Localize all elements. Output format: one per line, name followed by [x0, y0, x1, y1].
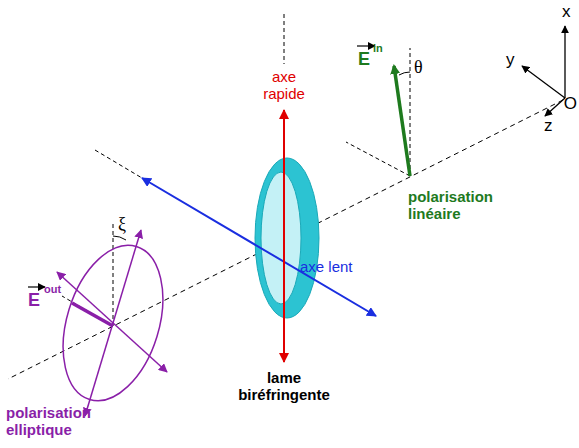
- field-symbol: E: [28, 290, 40, 311]
- plate-label: lame biréfringente: [229, 369, 339, 404]
- angle-symbol: ξ: [118, 214, 126, 235]
- field-symbol: E: [358, 49, 370, 70]
- axis-name: axe rapide: [254, 68, 314, 103]
- field-index: in: [373, 42, 383, 55]
- polarisation-label: polarisation linéaire: [408, 188, 518, 223]
- input-polarisation: [346, 46, 410, 176]
- axis-label: O: [564, 94, 577, 114]
- birefringent-plate: [95, 14, 376, 362]
- angle-symbol: θ: [414, 57, 423, 78]
- output-polarisation: [28, 222, 180, 416]
- axis-label: z: [544, 116, 553, 136]
- axis-label: y: [506, 50, 515, 70]
- axis-name: axe lent: [300, 258, 353, 275]
- field-index: out: [44, 283, 61, 296]
- axes-frame: [522, 26, 565, 116]
- axis-label: x: [562, 2, 571, 22]
- polarisation-label: polarisation elliptique: [6, 404, 116, 439]
- optical-axis: [8, 100, 563, 379]
